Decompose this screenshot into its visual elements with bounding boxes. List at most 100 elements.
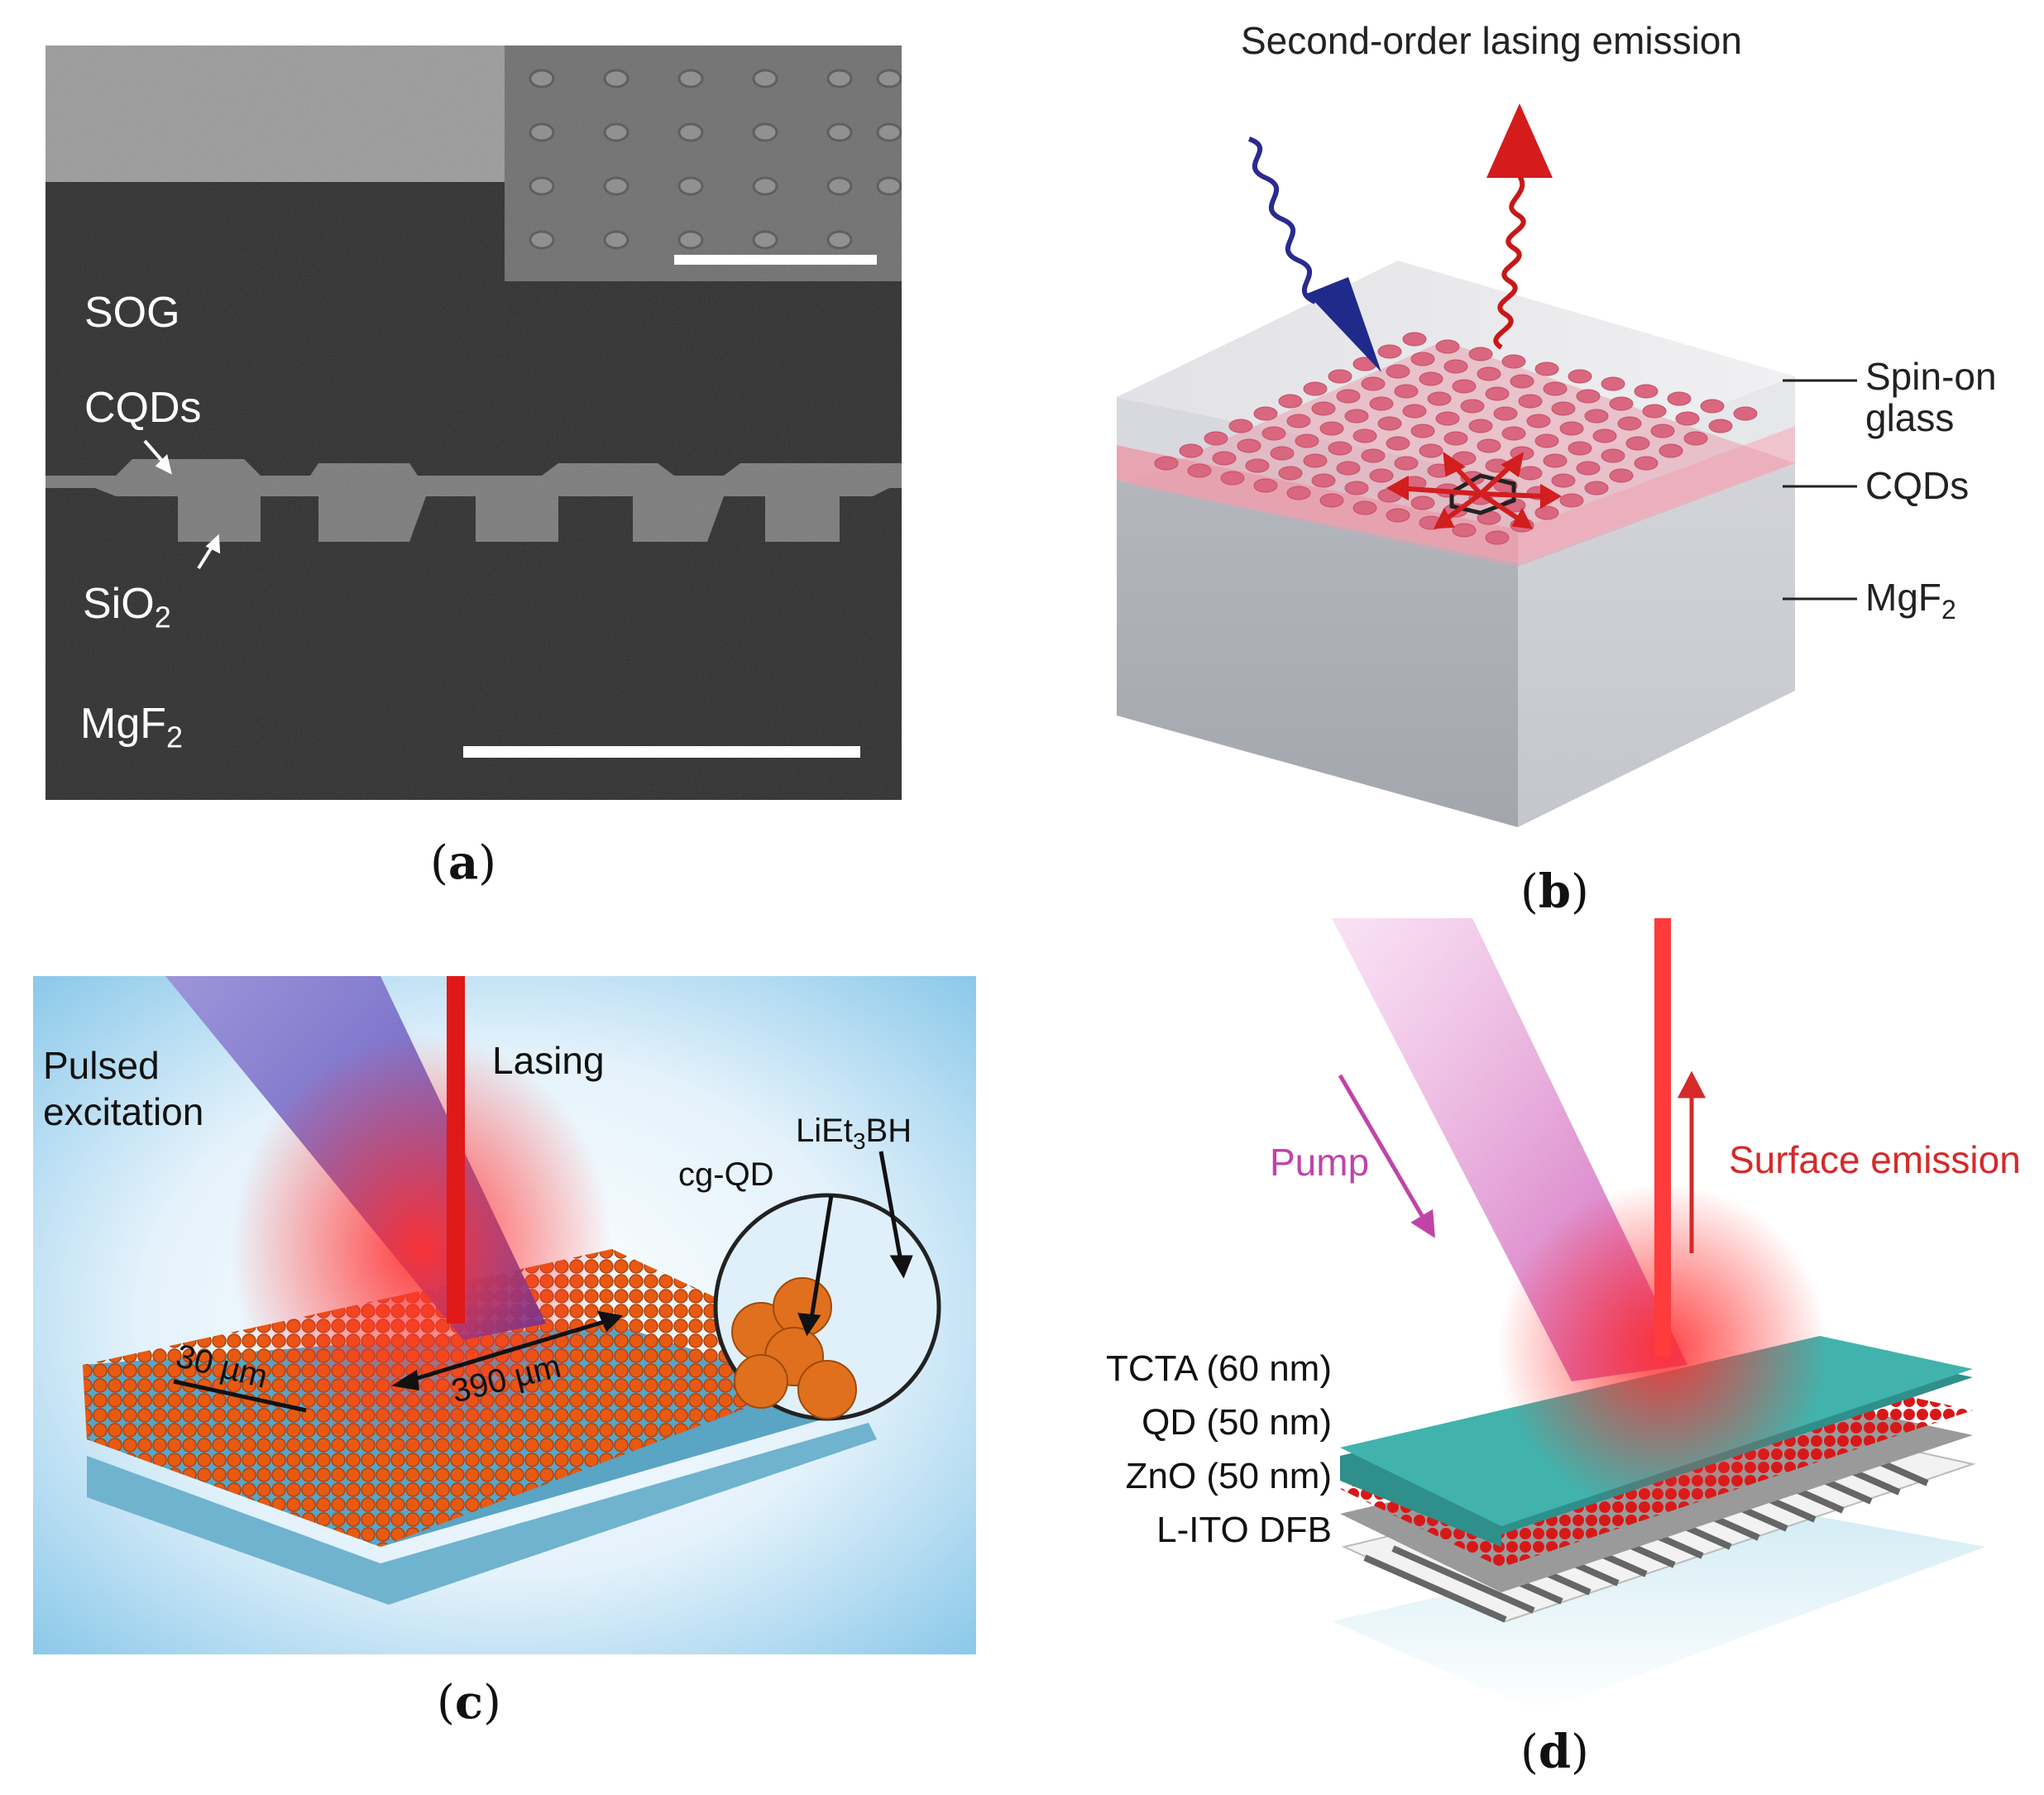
cqd-pillar: [1468, 419, 1493, 433]
cqd-pillar: [1568, 369, 1592, 384]
cqd-pillar: [1501, 354, 1526, 369]
cqd-pillar: [1452, 379, 1477, 394]
lasing-glow: [232, 1034, 612, 1464]
cqd-pillar: [1601, 376, 1625, 391]
cqd-pillar: [1485, 530, 1510, 545]
cqd-pillar: [1526, 414, 1551, 428]
dfb-stack-drawing: [1332, 918, 1985, 1712]
cqd-pillar: [1344, 409, 1369, 424]
cqd-pillar: [1477, 438, 1501, 453]
cqd-pillar: [1584, 409, 1609, 424]
cqd-pillar: [1361, 448, 1386, 463]
cqd-pillar: [1534, 505, 1559, 520]
mgf2-left-face: [1117, 480, 1518, 827]
cqd-pillar: [1708, 419, 1733, 433]
cqd-pillar: [1228, 419, 1253, 433]
cqd-pillar: [1369, 468, 1394, 483]
cqd-pillar: [1319, 493, 1344, 508]
cqd-pillar: [1386, 364, 1410, 379]
cqd-pillar: [1617, 416, 1642, 431]
label-b-cqds: CQDs: [1865, 464, 1970, 507]
label-sog: SOG: [84, 289, 180, 337]
cqd-pillar: [1460, 399, 1485, 414]
cqd-pillar: [1675, 411, 1700, 426]
cqd-pillar: [1427, 391, 1452, 406]
cqd-pillar: [1328, 441, 1352, 456]
label-pump: Pump: [1270, 1141, 1370, 1184]
cqd-pillar: [1261, 426, 1286, 441]
inset-scale-bar: [674, 255, 877, 265]
label-qd: QD (50 nm): [1142, 1402, 1332, 1443]
pump-direction-arrow: [1338, 1074, 1435, 1238]
label-zno: ZnO (50 nm): [1125, 1456, 1332, 1496]
cqd-pillar: [1659, 443, 1683, 458]
emission-arrow-head: [1486, 103, 1553, 178]
inplane-feedback-arrows: [1386, 451, 1562, 529]
lasing-beam: [447, 976, 465, 1324]
cqd-pillar: [1609, 396, 1634, 411]
cqd-pillar: [1352, 428, 1377, 443]
cqd-pillar: [1576, 461, 1601, 476]
cqd-pillar: [1485, 386, 1510, 401]
lieth-arrow: [878, 1151, 904, 1266]
cqd-pillar: [1328, 369, 1352, 384]
label-l-ito-dfb: L-ITO DFB: [1156, 1510, 1332, 1550]
cqd-pillar: [1435, 339, 1460, 354]
label-tcta: TCTA (60 nm): [1105, 1348, 1332, 1389]
cqd-pillar: [1452, 523, 1477, 538]
cqd-pillar: [1286, 486, 1311, 500]
cqd-pillar: [1286, 414, 1311, 428]
caption-c: (c): [437, 1675, 501, 1730]
layered-device-drawing: [1117, 103, 1857, 827]
cqd-pillar: [1394, 456, 1419, 471]
caption-a: (a): [430, 835, 497, 890]
cqd-pillar: [1303, 453, 1328, 468]
cqd-pillar: [1204, 431, 1228, 446]
cqd-pillar: [1468, 347, 1493, 361]
cqd-pillar: [1551, 473, 1576, 488]
cqd-pillar: [1402, 404, 1427, 419]
cqd-pillar: [1592, 428, 1617, 443]
cqd-pillar: [1551, 401, 1576, 416]
cqd-pillar: [1361, 376, 1386, 391]
cqd-pillar: [1303, 381, 1328, 396]
cqd-pillar: [1543, 453, 1568, 468]
cqd-pillar: [1601, 448, 1625, 463]
cqd-pillar: [1419, 371, 1443, 386]
cqd-pillar: [1245, 458, 1270, 473]
cqd-pillar: [1477, 366, 1501, 381]
cqd-pillar: [1443, 359, 1468, 374]
cqd-pillar: [1518, 394, 1543, 409]
cqd-pillar: [1187, 463, 1212, 478]
cqd-pillar: [1584, 481, 1609, 495]
cqd-pillar: [1518, 466, 1543, 481]
caption-d: (d): [1520, 1725, 1589, 1779]
cqd-pillar: [1179, 443, 1204, 458]
cqd-pillar: [1386, 436, 1410, 451]
cqd-pillar: [1278, 394, 1303, 409]
label-cg-qd: cg-QD: [678, 1156, 774, 1193]
cqd-pillar: [1534, 361, 1559, 376]
emission-wave: [1493, 172, 1526, 350]
cqd-pillar: [1559, 493, 1584, 508]
grating-substrate: [87, 1423, 877, 1605]
panel-d-illustration: Pump Surface emission TCTA (60 nm) QD (5…: [1042, 918, 2044, 1729]
cqd-pillar: [1733, 406, 1758, 421]
cqd-pillar: [1683, 431, 1708, 446]
cqd-pillar: [1386, 508, 1410, 523]
cqd-pillar: [1402, 332, 1427, 347]
cqd-pillar: [1394, 384, 1419, 399]
cqd-pillar: [1220, 471, 1245, 486]
pump-arrow-head: [1307, 277, 1381, 372]
cqd-pillar: [1270, 446, 1295, 461]
cqd-pillar: [1352, 500, 1377, 515]
cqd-pillar: [1667, 391, 1692, 406]
dimension-arrows: [173, 1310, 624, 1413]
cqd-pillar: [1410, 352, 1435, 366]
cqd-pillar: [1543, 381, 1568, 396]
cqd-pillar: [1377, 344, 1402, 359]
